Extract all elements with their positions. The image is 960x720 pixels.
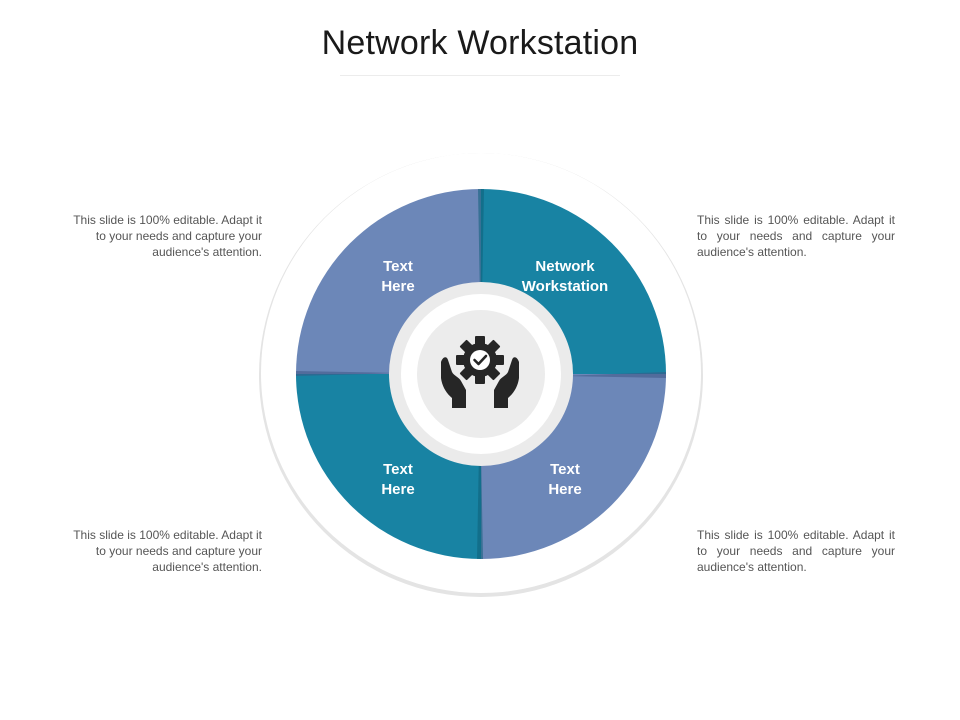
quadrant-top-right-line2: Workstation [522, 278, 608, 295]
hands-gear-check-icon [441, 336, 519, 408]
quadrant-top-left-line1: Text [383, 258, 413, 275]
slide-title: Network Workstation [321, 24, 639, 62]
seam-right [560, 372, 666, 378]
title-divider [340, 75, 620, 76]
quadrant-bottom-right-line2: Here [548, 481, 581, 498]
seam-top [478, 189, 484, 300]
quadrant-top-right-line1: Network [535, 258, 595, 275]
quadrant-top-left-line2: Here [381, 278, 414, 295]
description-bottom-left: This slide is 100% editable. Adapt it to… [73, 528, 262, 574]
quadrant-bottom-left-line1: Text [383, 461, 413, 478]
description-top-right: This slide is 100% editable. Adapt it to… [697, 213, 895, 259]
quadrant-bottom-right-line1: Text [550, 461, 580, 478]
description-top-left: This slide is 100% editable. Adapt it to… [73, 213, 262, 259]
seam-left [296, 371, 402, 376]
quadrant-bottom-left-line2: Here [381, 481, 414, 498]
description-bottom-right: This slide is 100% editable. Adapt it to… [697, 528, 895, 574]
seam-bottom [477, 450, 483, 559]
